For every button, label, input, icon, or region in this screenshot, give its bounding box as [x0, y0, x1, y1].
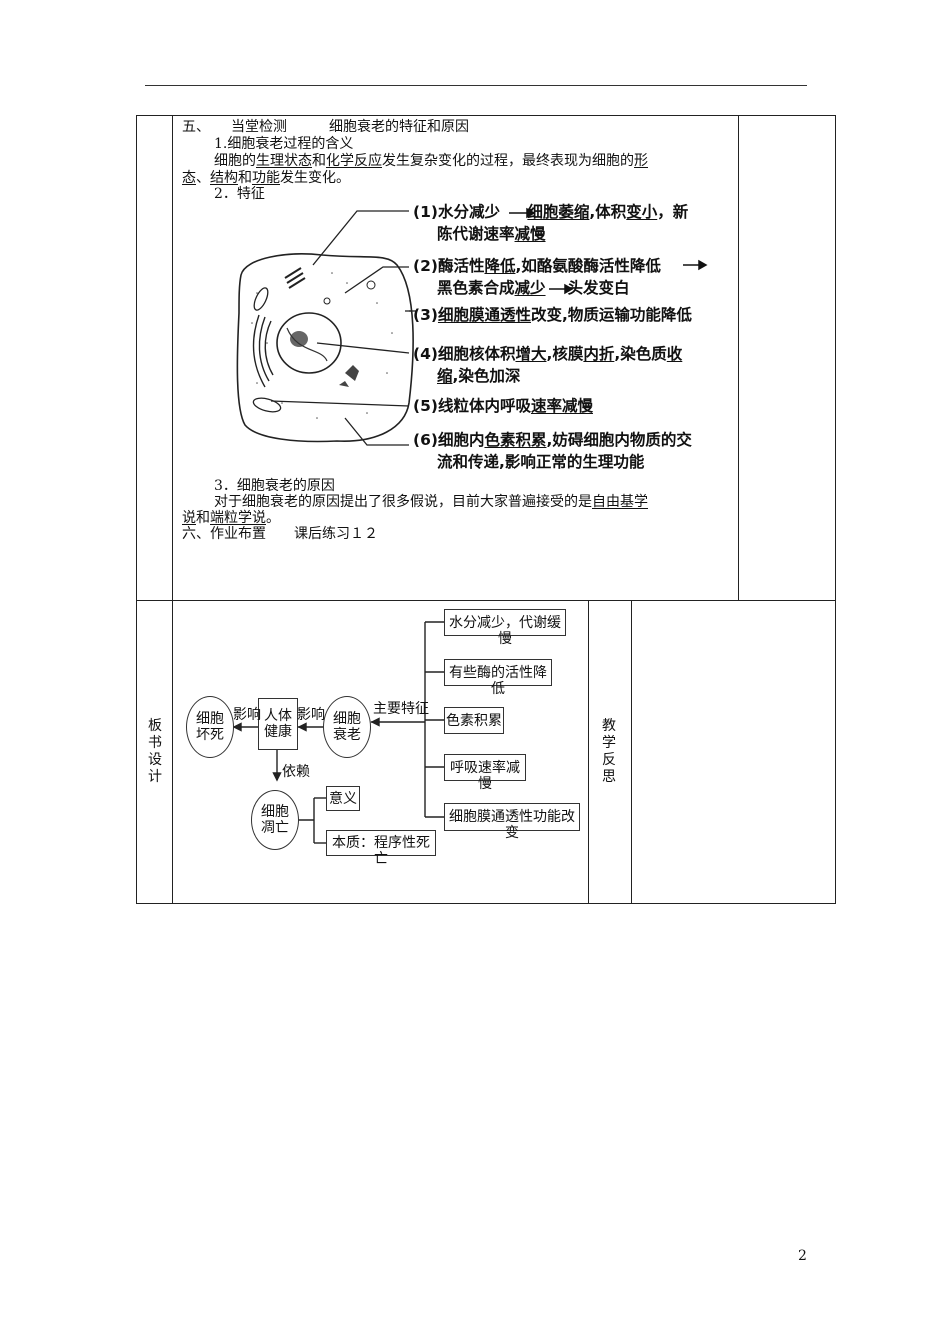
item1-title: 1.细胞衰老过程的含义 — [214, 136, 354, 152]
feature-box-4: 呼吸速率减慢 — [444, 754, 526, 792]
feature-1b: 陈代谢速率减慢 — [437, 225, 546, 243]
page-number: 2 — [798, 1248, 807, 1264]
apoptosis-node: 细胞凋亡 — [251, 790, 299, 850]
teaching-reflection-label: 教学反思 — [602, 718, 616, 785]
aging-cell-figure: (1)水分减少 细胞萎缩,体积变小，新 陈代谢速率减慢 (2)酶活性降低,如酪氨… — [227, 203, 747, 478]
definition-line2: 态、结构和功能发生变化。 — [182, 170, 350, 186]
feature-2b: 黑色素合成减少头发变白 — [437, 279, 630, 297]
feature-2a: (2)酶活性降低,如酪氨酸酶活性降低 — [413, 257, 661, 275]
cell-illustration — [236, 207, 708, 446]
health-node: 人体健康 — [258, 698, 298, 750]
feature-6a: (6)细胞内色素积累,妨碍细胞内物质的交 — [413, 431, 692, 449]
feature-box-5: 细胞膜通透性功能改变 — [444, 803, 580, 841]
item2-title: 2．特征 — [214, 186, 265, 202]
section6-homework: 六、作业布置 课后练习１２ — [182, 526, 378, 542]
meaning-box: 意义 — [326, 786, 360, 811]
feature-5: (5)线粒体内呼吸速率减慢 — [413, 397, 593, 415]
depend-label: 依赖 — [282, 764, 310, 780]
cause-line1: 对于细胞衰老的原因提出了很多假说，目前大家普遍接受的是自由基学 — [214, 494, 648, 510]
item3-title: 3．细胞衰老的原因 — [214, 478, 335, 494]
feature-4a: (4)细胞核体积增大,核膜内折,染色质收 — [413, 345, 683, 363]
lesson-table — [136, 115, 836, 904]
main-features-label: 主要特征 — [373, 701, 429, 717]
necrosis-node: 细胞坏死 — [186, 696, 234, 758]
influence-label-left: 影响 — [233, 707, 261, 723]
feature-box-1: 水分减少，代谢缓慢 — [444, 609, 566, 647]
feature-3: (3)细胞膜通透性改变,物质运输功能降低 — [413, 306, 692, 324]
feature-box-3: 色素积累 — [444, 707, 504, 734]
feature-4b: 缩,染色加深 — [437, 367, 521, 385]
feature-1a: (1)水分减少 细胞萎缩,体积变小，新 — [413, 203, 689, 221]
essence-box: 本质：程序性死亡 — [326, 830, 436, 867]
influence-label-right: 影响 — [297, 707, 325, 723]
board-design-label: 板书设计 — [148, 718, 162, 785]
definition-line1: 细胞的生理状态和化学反应发生复杂变化的过程，最终表现为细胞的形 — [214, 153, 648, 169]
feature-6b: 流和传递,影响正常的生理功能 — [437, 453, 645, 471]
aging-node: 细胞衰老 — [323, 696, 371, 758]
feature-box-2: 有些酶的活性降低 — [444, 659, 552, 697]
section5-heading: 五、 当堂检测 细胞衰老的特征和原因 — [182, 119, 469, 135]
cause-line2: 说和端粒学说。 — [182, 510, 280, 526]
header-rule — [145, 85, 807, 86]
